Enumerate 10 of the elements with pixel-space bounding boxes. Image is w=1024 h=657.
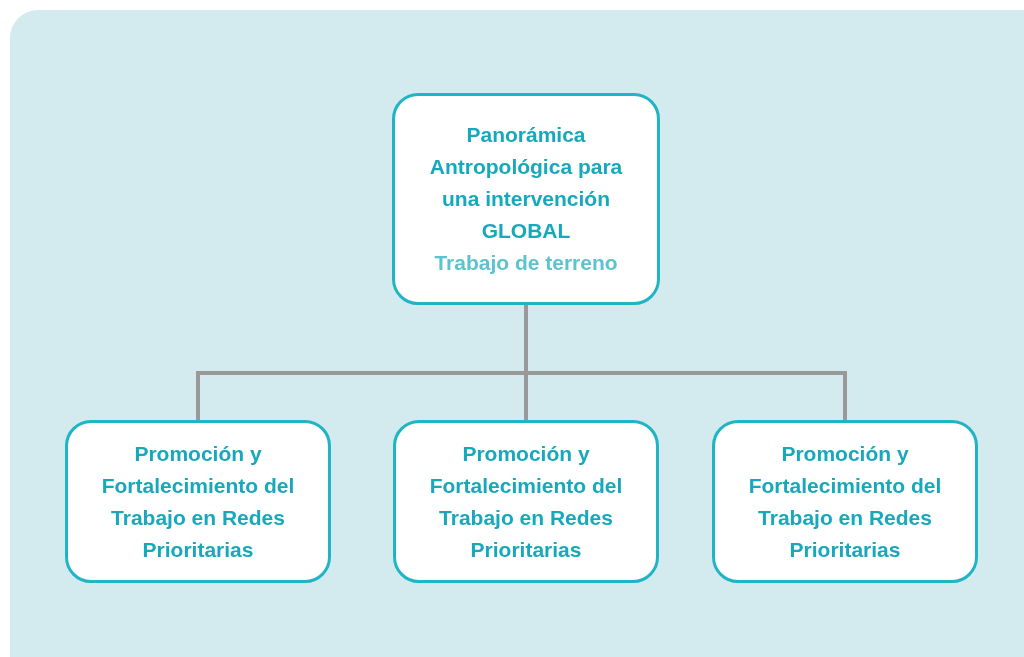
box-title: Promoción y Fortalecimiento del Trabajo en Redes Prioritarias: [100, 440, 296, 563]
main-box: [392, 93, 660, 305]
box-title: Promoción y Fortalecimiento del Trabajo en Redes Prioritarias: [747, 440, 943, 563]
branch-box: [65, 420, 331, 583]
box-title: Panorámica Antropológica para una intervención GLOBAL: [428, 122, 624, 244]
box-subtitle: Trabajo de terreno: [434, 250, 618, 276]
branch-box: [393, 420, 659, 583]
box-title: Promoción y Fortalecimiento del Trabajo en Redes Prioritarias: [428, 440, 624, 563]
branch-box: [712, 420, 978, 583]
connector-line: [524, 305, 847, 420]
